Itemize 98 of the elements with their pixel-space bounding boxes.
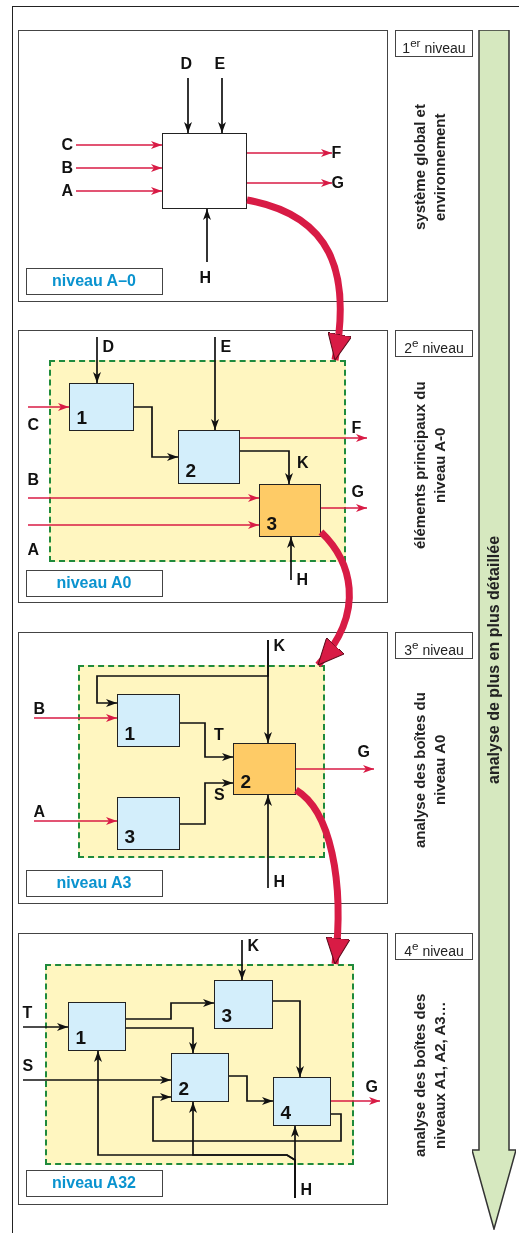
arrow — [125, 999, 215, 1020]
flow-letter: E — [214, 336, 233, 357]
process-box: 3 — [116, 796, 180, 850]
flow-letter: A — [27, 524, 44, 558]
arrow — [75, 164, 163, 172]
flow-letter: D — [96, 336, 115, 357]
arrow — [27, 403, 70, 411]
arrow — [239, 434, 368, 442]
arrow — [228, 1075, 274, 1105]
flow-letter: H — [199, 261, 215, 286]
process-box: 2 — [170, 1052, 229, 1102]
arrow — [184, 77, 192, 134]
flow-letter: E — [214, 55, 230, 78]
process-box: 2 — [232, 742, 296, 795]
flow-letter: G — [365, 1078, 381, 1101]
arrow — [295, 765, 375, 773]
curved-arrow — [293, 787, 350, 965]
arrow — [75, 141, 163, 149]
flow-letter: A — [33, 802, 52, 821]
arrow — [33, 817, 118, 825]
arrow — [264, 794, 272, 889]
arrow — [272, 1000, 304, 1078]
arrow — [93, 336, 101, 384]
arrow — [27, 494, 260, 502]
flow-letter: C — [61, 134, 76, 155]
process-box: 1 — [68, 382, 134, 431]
dashed-group-frame — [48, 359, 346, 562]
curved-arrow — [315, 529, 353, 668]
level-tag: 3$^{e}$ niveau — [395, 632, 473, 659]
arrow — [22, 1023, 69, 1031]
level-name-label: niveau A32 — [25, 1169, 163, 1197]
arrow — [152, 1093, 342, 1142]
arrow-caption: analyse de plus en plus détaillée — [484, 534, 503, 787]
flow-letter: G — [351, 483, 367, 508]
process-box: 4 — [272, 1076, 331, 1126]
flow-letter: A — [61, 180, 76, 201]
arrow — [287, 536, 295, 581]
process-box: 1 — [67, 1001, 126, 1051]
vertical-label: analyse des boîtes du niveau A0 — [410, 691, 449, 850]
process-box: 2 — [177, 429, 240, 484]
arrow — [238, 939, 246, 981]
flow-letter: B — [61, 157, 76, 178]
flow-letter: G — [331, 172, 346, 193]
flow-letter: F — [331, 142, 346, 163]
arrow — [239, 450, 293, 485]
process-box: 3 — [213, 979, 273, 1029]
level-panel — [18, 632, 388, 904]
vertical-label: éléments principaux du niveau A-0 — [410, 380, 449, 550]
arrow — [96, 639, 269, 707]
arrow — [320, 504, 368, 512]
level-tag: 2$^{e}$ niveau — [395, 330, 473, 357]
arrow — [211, 336, 219, 431]
arrow — [179, 722, 234, 761]
flow-letter: F — [351, 419, 367, 438]
edge-label: T — [214, 727, 224, 743]
level-panel — [18, 30, 388, 302]
process-box: 3 — [258, 483, 321, 537]
flow-letter: H — [294, 1175, 315, 1198]
arrow — [22, 1076, 172, 1084]
arrow — [246, 179, 333, 187]
arrow — [203, 208, 211, 263]
flow-letter: K — [267, 637, 288, 658]
process-box — [161, 132, 247, 209]
edge-label: S — [214, 787, 225, 803]
flow-letter: B — [33, 699, 52, 718]
flow-letter: H — [267, 867, 288, 890]
level-name-label: niveau A–0 — [25, 267, 163, 295]
process-box: 1 — [116, 693, 180, 747]
arrow — [33, 714, 118, 722]
arrow — [330, 1097, 381, 1105]
arrow — [246, 149, 333, 157]
progress-arrow — [472, 30, 516, 1230]
arrow — [133, 406, 179, 461]
flow-letter: C — [27, 406, 44, 433]
arrow — [179, 779, 234, 825]
level-tag: 4$^{e}$ niveau — [395, 933, 473, 960]
dashed-group-frame — [44, 963, 354, 1165]
arrow — [125, 1027, 197, 1054]
flow-letter: G — [357, 743, 374, 769]
curved-arrow — [246, 196, 352, 361]
flow-letter: D — [180, 55, 196, 78]
flow-letter: H — [290, 565, 309, 588]
flow-letter: K — [241, 937, 262, 958]
level-panel — [18, 330, 388, 603]
edge-label: K — [297, 455, 309, 471]
vertical-label: système global et environnement — [410, 103, 449, 232]
flow-letter: B — [27, 471, 44, 498]
arrow — [218, 77, 226, 134]
arrow — [75, 187, 163, 195]
level-name-label: niveau A3 — [25, 869, 163, 897]
flow-letter: S — [22, 1057, 41, 1080]
level-tag: 1$^{er}$ niveau — [395, 30, 473, 57]
level-panel — [18, 933, 388, 1205]
flow-letter: T — [22, 1004, 41, 1027]
dashed-group-frame — [77, 664, 325, 858]
arrow — [27, 521, 260, 529]
level-name-label: niveau A0 — [25, 569, 163, 597]
vertical-label: analyse des boîtes des niveaux A1, A2, A3… — [410, 992, 449, 1159]
